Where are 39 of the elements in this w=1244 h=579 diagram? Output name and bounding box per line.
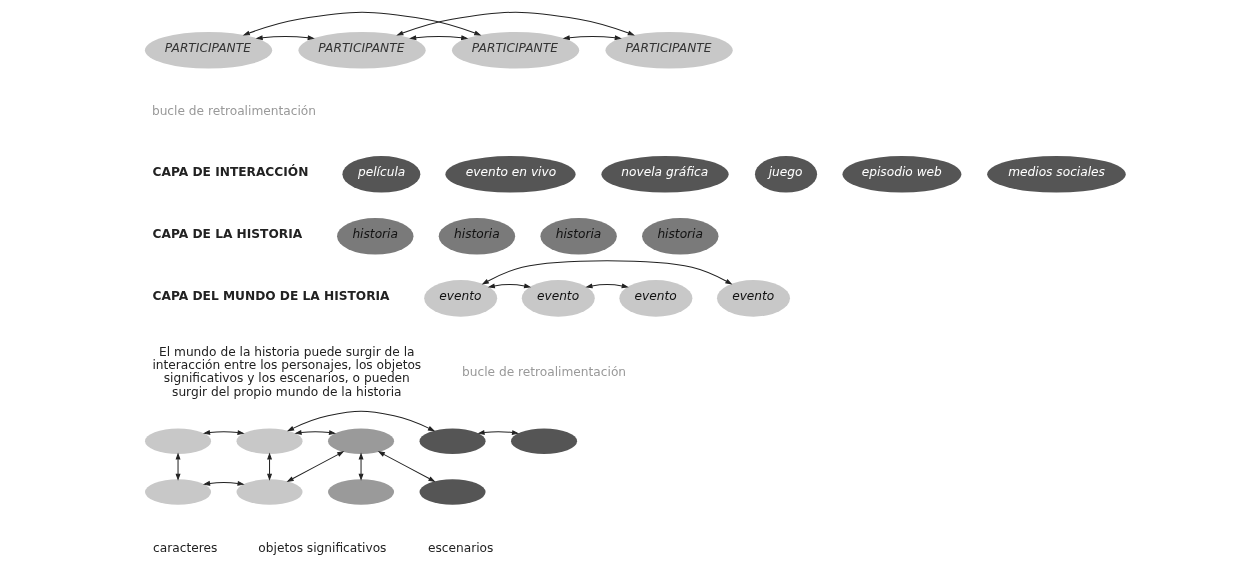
arrow xyxy=(476,430,519,435)
arrow xyxy=(286,451,344,482)
label: El mundo de la historia puede surgir de la interacción entre los personajes, los objetos significativos y los escenarios, o pueden surgir del propio mundo de la historia xyxy=(151,344,421,399)
arrow xyxy=(202,480,245,486)
node-ellipse: novela gráfica xyxy=(600,156,729,193)
arrow xyxy=(255,35,315,41)
arrow xyxy=(481,260,732,285)
label: caracteres xyxy=(152,540,217,555)
label: CAPA DE INTERACCIÓN xyxy=(152,165,308,180)
arrow xyxy=(358,452,364,481)
label: bucle de retroalimentación xyxy=(461,364,626,379)
arrow xyxy=(202,430,245,435)
arrow xyxy=(562,35,622,41)
node-ellipse: historia xyxy=(438,218,515,255)
arrow xyxy=(377,451,436,482)
arrow xyxy=(395,11,635,36)
node-ellipse xyxy=(419,479,486,505)
arrow xyxy=(266,452,272,481)
node-ellipse: historia xyxy=(336,218,413,255)
label: CAPA DE LA HISTORIA xyxy=(152,227,302,242)
arrow xyxy=(242,11,481,36)
node-ellipse: juego xyxy=(754,156,817,193)
node-ellipse: episodio web xyxy=(842,156,961,193)
arrow xyxy=(293,430,336,435)
label: bucle de retroalimentación xyxy=(151,104,316,119)
label: CAPA DEL MUNDO DE LA HISTORIA xyxy=(152,289,390,304)
node-ellipse xyxy=(327,479,394,505)
arrow xyxy=(584,283,629,289)
arrow xyxy=(408,35,468,41)
arrow xyxy=(487,283,531,289)
node-ellipse: medios sociales xyxy=(986,156,1126,193)
arrow xyxy=(175,452,181,481)
node-ellipse: evento en vivo xyxy=(444,156,576,193)
label: escenarios xyxy=(427,540,493,555)
node-ellipse: película xyxy=(341,156,420,193)
node-ellipse: historia xyxy=(539,218,617,255)
node-ellipse: historia xyxy=(641,218,718,255)
arrow xyxy=(286,410,435,432)
label: objetos significativos xyxy=(257,540,386,555)
